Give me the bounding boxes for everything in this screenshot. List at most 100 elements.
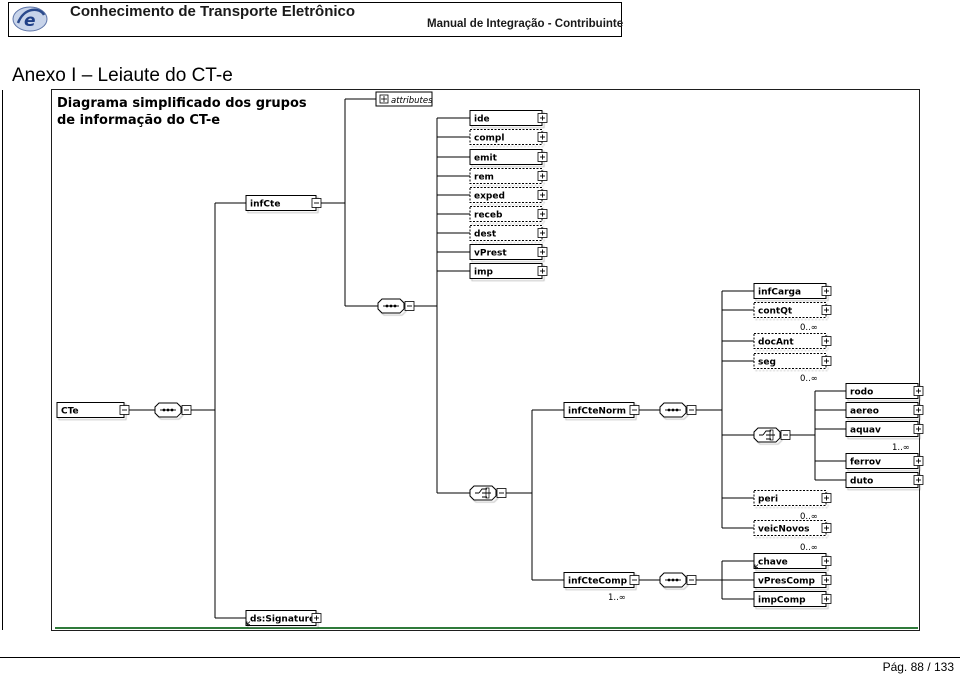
node-compl[interactable]: compl bbox=[469, 129, 548, 145]
node-dest[interactable]: dest bbox=[469, 225, 548, 241]
collapse-icon[interactable] bbox=[119, 405, 130, 415]
expand-icon[interactable] bbox=[537, 113, 548, 123]
node-rodo[interactable]: rodo bbox=[845, 383, 924, 399]
choice-compositor-modal[interactable] bbox=[753, 427, 791, 443]
expand-icon[interactable] bbox=[537, 209, 548, 219]
expand-icon[interactable] bbox=[537, 247, 548, 257]
expand-icon[interactable] bbox=[821, 336, 832, 346]
expand-icon[interactable] bbox=[537, 132, 548, 142]
page-number: Pág. 88 / 133 bbox=[882, 660, 954, 674]
expand-icon[interactable] bbox=[821, 556, 832, 566]
node-label: compl bbox=[474, 134, 504, 144]
expand-icon[interactable] bbox=[913, 424, 924, 434]
choice-compositor-infcte-variant[interactable] bbox=[469, 485, 507, 501]
seq-compositor-infctenorm[interactable] bbox=[659, 402, 697, 418]
node-infctenorm[interactable]: infCteNorm bbox=[563, 402, 640, 418]
cardinality-peri: 0..∞ bbox=[800, 512, 818, 522]
attributes-label: attributes bbox=[391, 96, 433, 106]
node-emit[interactable]: emit bbox=[469, 149, 548, 165]
expand-icon[interactable] bbox=[537, 171, 548, 181]
node-label: receb bbox=[474, 211, 503, 221]
node-label: seg bbox=[758, 358, 776, 368]
expand-icon[interactable] bbox=[913, 475, 924, 485]
node-label: CTe bbox=[61, 407, 79, 417]
collapse-icon[interactable] bbox=[686, 405, 697, 415]
node-imp[interactable]: imp bbox=[469, 263, 548, 279]
node-label: peri bbox=[758, 495, 778, 505]
node-signature[interactable]: ds:Signature bbox=[245, 610, 322, 626]
expand-icon[interactable] bbox=[913, 456, 924, 466]
node-label: aereo bbox=[850, 407, 879, 417]
node-label: rem bbox=[474, 173, 494, 183]
seq-compositor-infctecomp[interactable] bbox=[659, 572, 697, 588]
collapse-icon[interactable] bbox=[686, 575, 697, 585]
node-ide[interactable]: ide bbox=[469, 110, 548, 126]
node-cte[interactable]: CTe bbox=[56, 402, 130, 418]
header-subtitle: Manual de Integração - Contribuinte bbox=[427, 18, 624, 30]
expand-icon[interactable] bbox=[821, 286, 832, 296]
svg-text:e: e bbox=[24, 11, 36, 31]
node-impcomp[interactable]: impComp bbox=[753, 591, 832, 607]
cardinality-veicnovos: 0..∞ bbox=[800, 543, 818, 553]
node-vprest[interactable]: vPrest bbox=[469, 244, 548, 260]
footer-rule bbox=[0, 657, 960, 658]
node-aquav[interactable]: aquav bbox=[845, 421, 924, 437]
cardinality-contqt: 0..∞ bbox=[800, 323, 818, 333]
node-label: duto bbox=[850, 477, 873, 487]
collapse-icon[interactable] bbox=[780, 430, 791, 440]
node-label: infCte bbox=[250, 200, 280, 210]
collapse-icon[interactable] bbox=[181, 405, 192, 415]
expand-icon[interactable] bbox=[537, 190, 548, 200]
node-peri[interactable]: peri bbox=[753, 490, 832, 506]
diagram-title-line1: Diagrama simplificado dos grupos bbox=[57, 96, 307, 111]
node-ferrov[interactable]: ferrov bbox=[845, 453, 924, 469]
node-infctecomp[interactable]: infCteComp bbox=[563, 572, 640, 588]
node-label: ide bbox=[474, 115, 490, 125]
node-label: docAnt bbox=[758, 338, 794, 348]
node-docant[interactable]: docAnt bbox=[753, 333, 832, 349]
expand-icon[interactable] bbox=[821, 305, 832, 315]
cardinality-aquav: 1..∞ bbox=[892, 443, 910, 453]
node-contqt[interactable]: contQt bbox=[753, 302, 832, 318]
collapse-icon[interactable] bbox=[629, 405, 640, 415]
node-seg[interactable]: seg bbox=[753, 353, 832, 369]
node-label: aquav bbox=[850, 426, 881, 436]
collapse-icon[interactable] bbox=[404, 301, 415, 311]
seq-compositor-cte[interactable] bbox=[154, 402, 192, 418]
collapse-icon[interactable] bbox=[496, 488, 507, 498]
expand-icon[interactable] bbox=[913, 386, 924, 396]
node-veicnovos[interactable]: veicNovos bbox=[753, 520, 832, 536]
node-label: impComp bbox=[758, 596, 806, 606]
node-label: vPresComp bbox=[758, 577, 816, 587]
collapse-icon[interactable] bbox=[629, 575, 640, 585]
node-infcarga[interactable]: infCarga bbox=[753, 283, 832, 299]
expand-icon[interactable] bbox=[913, 405, 924, 415]
node-label: vPrest bbox=[474, 249, 507, 259]
collapse-icon[interactable] bbox=[311, 198, 322, 208]
expand-icon[interactable] bbox=[537, 228, 548, 238]
node-exped[interactable]: exped bbox=[469, 187, 548, 203]
node-label: infCteComp bbox=[568, 577, 628, 587]
expand-icon[interactable] bbox=[821, 594, 832, 604]
node-label: dest bbox=[474, 230, 497, 240]
seq-compositor-infcte[interactable] bbox=[377, 298, 415, 314]
node-receb[interactable]: receb bbox=[469, 206, 548, 222]
expand-icon[interactable] bbox=[537, 152, 548, 162]
node-chave[interactable]: chave bbox=[753, 553, 832, 569]
expand-icon[interactable] bbox=[311, 613, 322, 623]
margin-rule bbox=[2, 90, 3, 630]
node-duto[interactable]: duto bbox=[845, 472, 924, 488]
node-aereo[interactable]: aereo bbox=[845, 402, 924, 418]
node-infcte[interactable]: infCte bbox=[245, 195, 322, 211]
node-vprescomp[interactable]: vPresComp bbox=[753, 572, 832, 588]
expand-icon[interactable] bbox=[821, 523, 832, 533]
expand-icon[interactable] bbox=[821, 575, 832, 585]
node-label: ds:Signature bbox=[250, 615, 315, 625]
expand-icon[interactable] bbox=[821, 356, 832, 366]
attributes-node[interactable]: attributes bbox=[375, 91, 433, 107]
expand-icon[interactable] bbox=[821, 493, 832, 503]
expand-icon[interactable] bbox=[537, 266, 548, 276]
node-label: exped bbox=[474, 192, 505, 202]
node-rem[interactable]: rem bbox=[469, 168, 548, 184]
node-label: infCarga bbox=[758, 288, 801, 298]
